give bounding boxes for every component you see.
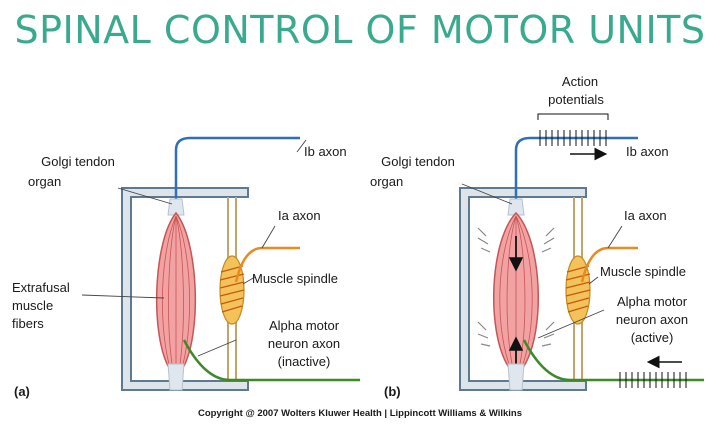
golgi-label-b-line2: organ [370,174,403,189]
spindle-coil-b [565,265,591,313]
golgi-label-b-line1: Golgi tendon [381,154,455,169]
action-label-line1: Action [562,74,598,89]
panel-b: Action potentials Golgi tendon organ Ib … [370,74,704,399]
ia-axon-b [580,246,638,283]
alpha-label-a-line3: (inactive) [278,354,331,369]
extrafusal-label-line3: fibers [12,316,44,331]
action-label-line2: potentials [548,92,604,107]
ib-axon-b [514,136,638,200]
extrafusal-label-line1: Extrafusal [12,280,70,295]
alpha-label-b-line3: (active) [631,330,674,345]
frame-b [459,187,587,391]
alpha-label-b-line2: neuron axon [616,312,688,327]
alpha-motor-axon-a [182,339,360,382]
alpha-label-b-line1: Alpha motor [617,294,688,309]
alpha-motor-axon-b [522,339,704,382]
action-potential-bracket [537,113,609,120]
muscle-spindle-label-b: Muscle spindle [600,264,686,279]
action-potential-ticks-alpha [619,372,687,388]
ib-axon-label-b: Ib axon [626,144,669,159]
pointer-lines-b [461,183,623,339]
ia-axon-label-a: Ia axon [278,208,321,223]
tendon-bottom-a [167,363,185,391]
ib-axon-label-a: Ib axon [304,144,347,159]
extrafusal-label-line2: muscle [12,298,53,313]
frame-a [121,187,249,391]
pointer-lines-a [81,139,307,357]
copyright-text: Copyright @ 2007 Wolters Kluwer Health |… [198,408,522,419]
panel-a-label: (a) [14,384,30,399]
panel-b-label: (b) [384,384,401,399]
alpha-label-a-line2: neuron axon [268,336,340,351]
action-potential-ticks-ib [539,130,607,146]
tendon-top-a [167,198,185,216]
tendon-bottom-b [507,363,525,391]
muscle-fibers-a [162,215,190,365]
golgi-label-a-line2: organ [28,174,61,189]
tendon-top-b [507,198,525,216]
slide-title: SPINAL CONTROL OF MOTOR UNITS [14,8,706,52]
golgi-label-a-line1: Golgi tendon [41,154,115,169]
contraction-vibration-marks [477,227,555,347]
alpha-label-a-line1: Alpha motor [269,318,340,333]
ib-axon-a [174,136,300,200]
ia-axon-a [234,246,300,283]
ia-axon-label-b: Ia axon [624,208,667,223]
panel-a: Golgi tendon organ Ib axon Ia axon Extra… [12,136,360,399]
muscle-spindle-label-a: Muscle spindle [252,271,338,286]
